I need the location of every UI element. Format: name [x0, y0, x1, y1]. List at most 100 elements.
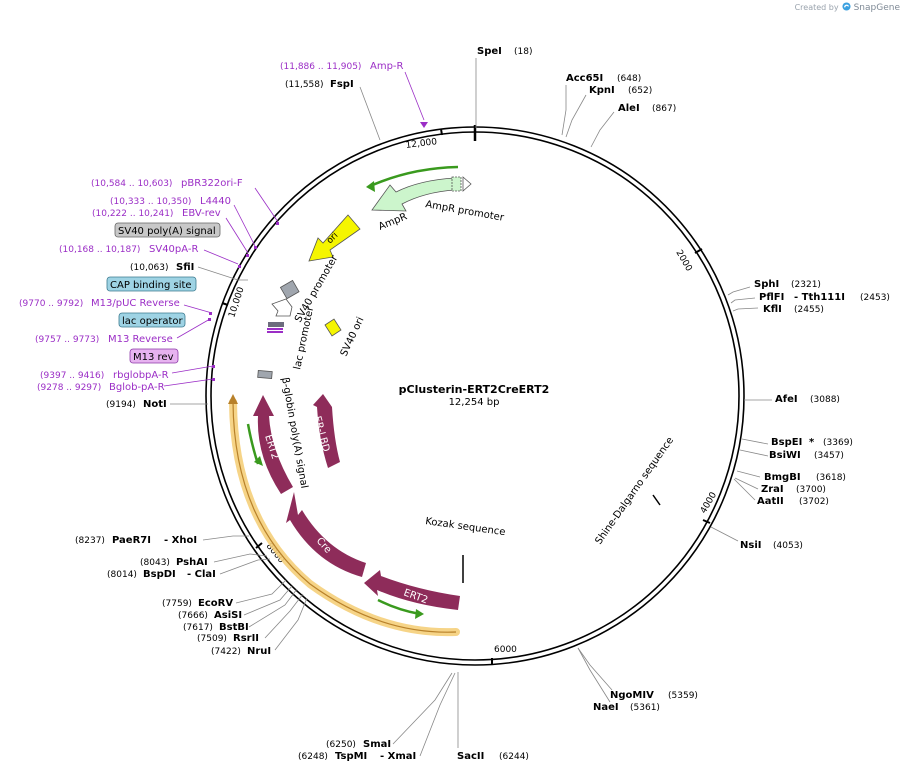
ori-feature — [308, 214, 361, 262]
site-bspei[interactable]: BspEI*(3369) — [771, 437, 853, 448]
svg-text:(9770 .. 9792): (9770 .. 9792) — [19, 299, 83, 309]
svg-text:lac operator: lac operator — [122, 316, 183, 327]
site-bsiwi[interactable]: BsiWI(3457) — [769, 450, 844, 461]
site-fspi[interactable]: (11,558) FspI — [285, 79, 354, 90]
site-ecorv[interactable]: (7759)EcoRV — [162, 598, 233, 609]
svg-text:- ClaI: - ClaI — [187, 569, 216, 580]
svg-text:(6250): (6250) — [326, 740, 356, 750]
tick-label-6000: 6000 — [494, 645, 517, 655]
svg-text:SV40pA-R: SV40pA-R — [149, 244, 198, 255]
svg-text:FspI: FspI — [330, 79, 354, 90]
svg-text:BstBI: BstBI — [219, 622, 249, 633]
svg-text:M13 Reverse: M13 Reverse — [108, 334, 173, 345]
tick-label-12000: 12,000 — [405, 137, 438, 151]
svg-text:BmgBI: BmgBI — [764, 472, 801, 483]
construct-highlight — [228, 394, 460, 637]
site-afei[interactable]: AfeI (3088) — [775, 394, 840, 405]
site-bspdi[interactable]: (8014)BspDI- ClaI — [107, 569, 216, 580]
site-paer7i[interactable]: (8237) PaeR7I - XhoI — [75, 535, 197, 546]
svg-text:(9278 .. 9297): (9278 .. 9297) — [37, 383, 101, 393]
tick-label-2000: 2000 — [673, 249, 693, 274]
label-sv40-polya-signal[interactable]: SV40 poly(A) signal — [114, 222, 221, 238]
site-pshai[interactable]: (8043) PshAI — [140, 557, 208, 568]
primer-amp-r[interactable]: (11,886 .. 11,905) Amp-R — [280, 61, 404, 72]
svg-text:EcoRV: EcoRV — [198, 598, 233, 609]
tick-marks — [221, 125, 711, 664]
svg-text:(867): (867) — [652, 104, 676, 114]
sv40-promoter-feature — [267, 279, 300, 333]
primer-l4440[interactable]: (10,333 .. 10,350)L4440 — [110, 196, 231, 207]
site-acc65i[interactable]: Acc65I(648) — [566, 73, 641, 84]
primer-sv40pa-r[interactable]: (10,168 .. 10,187)SV40pA-R — [59, 244, 198, 255]
site-sfii[interactable]: (10,063)SfiI — [130, 262, 194, 273]
site-noti[interactable]: (9194)NotI — [106, 399, 167, 410]
svg-text:NsiI: NsiI — [740, 540, 761, 551]
feature-sv40-promoter-label: SV40 promoter — [293, 253, 341, 325]
cre-feature — [286, 492, 366, 577]
svg-text:L4440: L4440 — [200, 196, 231, 207]
svg-text:PshAI: PshAI — [176, 557, 208, 568]
site-alei[interactable]: AleI(867) — [618, 103, 676, 114]
svg-text:(2455): (2455) — [794, 305, 824, 315]
site-smai[interactable]: (6250) SmaI — [326, 739, 391, 750]
primer-m13-puc-reverse[interactable]: (9770 .. 9792)M13/pUC Reverse — [19, 298, 180, 309]
label-lac-operator[interactable]: lac operator — [118, 312, 186, 328]
site-spei[interactable]: SpeI(18) — [477, 46, 532, 57]
primer-pbr322ori-f[interactable]: (10,584 .. 10,603)pBR322ori-F — [91, 178, 243, 189]
svg-text:PaeR7I: PaeR7I — [112, 535, 151, 546]
svg-text:(11,886 .. 11,905): (11,886 .. 11,905) — [280, 62, 361, 72]
site-nrui[interactable]: (7422)NruI — [211, 646, 271, 657]
watermark-brand: SnapGene — [853, 2, 900, 13]
primer-m13-reverse[interactable]: (9757 .. 9773)M13 Reverse — [35, 334, 173, 345]
ampr-feature — [366, 165, 472, 212]
site-bmgbi[interactable]: BmgBI(3618) — [764, 472, 846, 483]
watermark: Created by SnapGene — [795, 2, 900, 13]
primer-rbglobpa-r[interactable]: (9397 .. 9416)rbglobpA-R — [40, 370, 169, 381]
svg-text:(8043): (8043) — [140, 558, 170, 568]
plasmid-size: 12,254 bp — [449, 397, 500, 408]
svg-text:(7509): (7509) — [197, 634, 227, 644]
site-kpni[interactable]: KpnI(652) — [589, 85, 652, 96]
feature-sv40-ori-label: SV40 ori — [339, 315, 367, 358]
site-asisi[interactable]: (7666)AsiSI — [178, 610, 242, 621]
site-nsii[interactable]: NsiI(4053) — [740, 540, 803, 551]
site-kfli[interactable]: KflI(2455) — [763, 304, 824, 315]
site-sacii[interactable]: SacII(6244) — [457, 751, 529, 762]
svg-text:AsiSI: AsiSI — [214, 610, 242, 621]
primer-ebv-rev[interactable]: (10,222 .. 10,241)EBV-rev — [92, 208, 221, 219]
svg-text:M13 rev: M13 rev — [133, 352, 174, 363]
svg-text:Amp-R: Amp-R — [370, 61, 404, 72]
bglobin-polya-feature — [257, 369, 273, 380]
label-cap-binding-site[interactable]: CAP binding site — [106, 276, 197, 292]
svg-text:(8237): (8237) — [75, 536, 105, 546]
svg-text:AatII: AatII — [757, 496, 784, 507]
site-zrai[interactable]: ZraI(3700) — [761, 484, 826, 495]
site-ngomiv[interactable]: NgoMIV(5359) — [610, 690, 698, 701]
svg-text:pBR322ori-F: pBR322ori-F — [181, 178, 243, 189]
svg-text:- Tth111I: - Tth111I — [794, 292, 845, 303]
svg-text:AfeI: AfeI — [775, 394, 798, 405]
svg-text:SV40 poly(A) signal: SV40 poly(A) signal — [118, 226, 216, 237]
site-naei[interactable]: NaeI(5361) — [593, 702, 660, 713]
site-pflfi[interactable]: PflFI- Tth111I(2453) — [759, 292, 890, 303]
site-bstbi[interactable]: (7617) BstBI — [183, 622, 249, 633]
svg-text:(7617): (7617) — [183, 623, 213, 633]
svg-text:- XhoI: - XhoI — [164, 535, 197, 546]
svg-text:(5359): (5359) — [668, 691, 698, 701]
site-sphi[interactable]: SphI(2321) — [754, 279, 821, 290]
svg-text:(3088): (3088) — [810, 395, 840, 405]
site-rsrii[interactable]: (7509)RsrII — [197, 633, 259, 644]
svg-text:rbglobpA-R: rbglobpA-R — [113, 370, 169, 381]
svg-text:SmaI: SmaI — [363, 739, 391, 750]
plasmid-name: pClusterin-ERT2CreERT2 — [399, 383, 550, 396]
svg-text:NotI: NotI — [143, 399, 167, 410]
primer-bglob-pa-r[interactable]: (9278 .. 9297)Bglob-pA-R — [37, 382, 165, 393]
site-tspmi[interactable]: (6248)TspMI- XmaI — [298, 751, 416, 762]
ert2-feature-2 — [364, 570, 460, 610]
svg-text:(11,558): (11,558) — [285, 80, 324, 90]
svg-text:SacII: SacII — [457, 751, 484, 762]
label-m13-rev[interactable]: M13 rev — [129, 348, 179, 364]
svg-text:SfiI: SfiI — [176, 262, 194, 273]
site-aatii[interactable]: AatII(3702) — [757, 496, 829, 507]
